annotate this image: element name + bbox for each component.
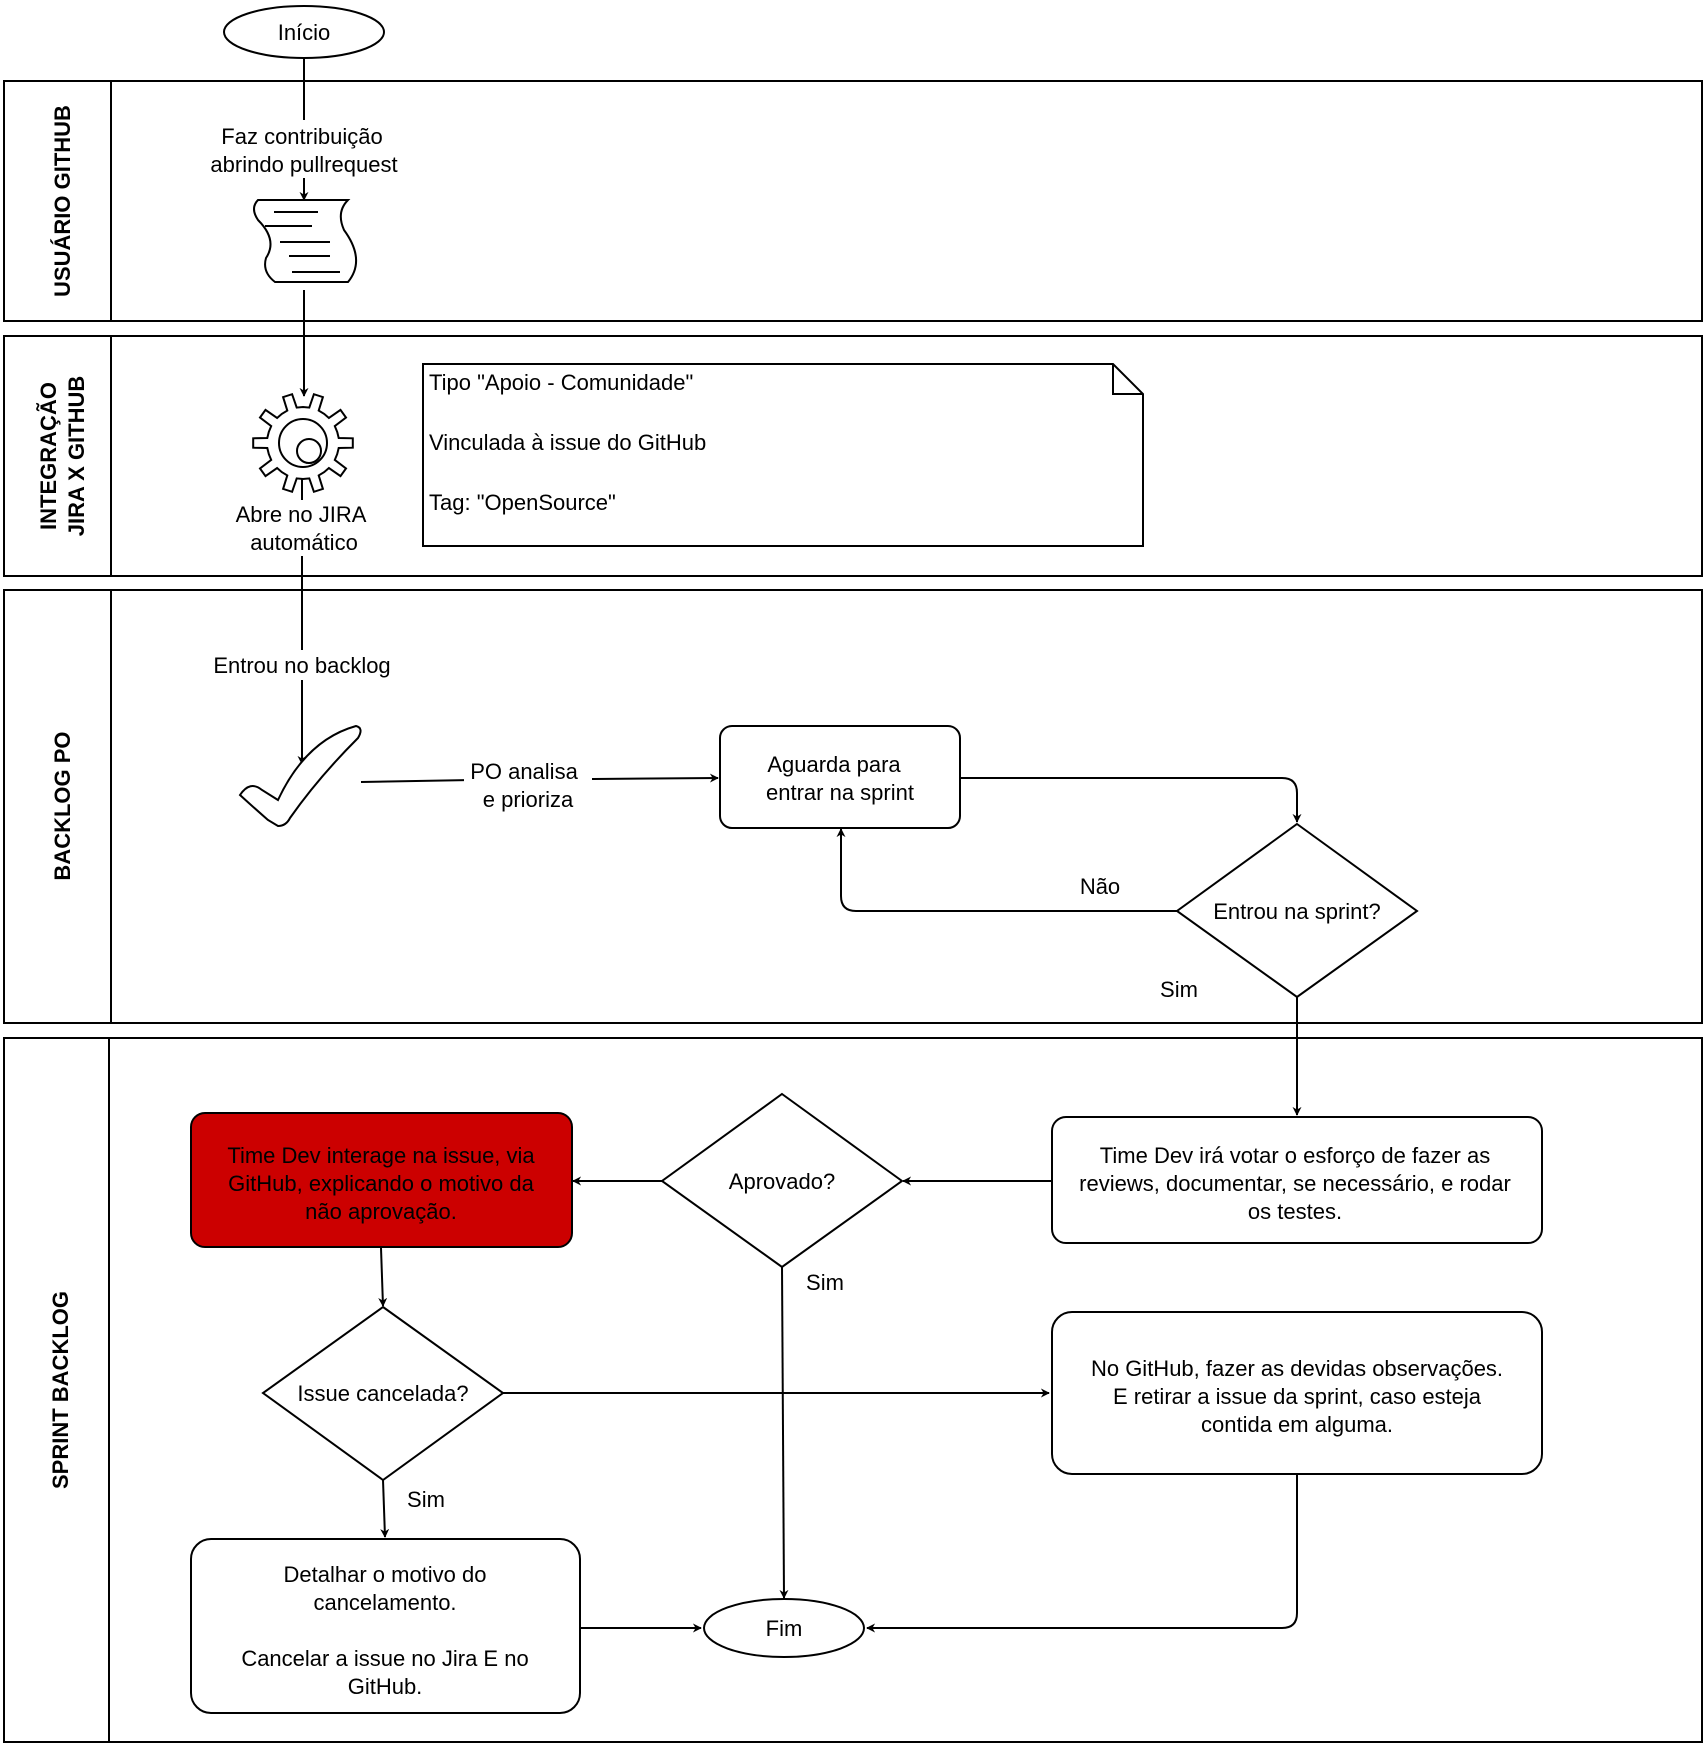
lane-label-sprint-backlog: SPRINT BACKLOG [48, 1291, 73, 1489]
cancel-detail-label-2: cancelamento. [313, 1590, 456, 1615]
github-notes-label-3: contida em alguma. [1201, 1412, 1393, 1437]
lane-label-integracao-2: JIRA X GITHUB [64, 376, 89, 537]
cancel-detail-label-3: Cancelar a issue no Jira E no [241, 1646, 528, 1671]
edge-label-po-1: PO analisa [470, 759, 578, 784]
cancel-detail-label-1: Detalhar o motivo do [284, 1562, 487, 1587]
edge-approved-yes [779, 1266, 789, 1599]
edge-label-backlog: Entrou no backlog [213, 653, 390, 678]
end-node: Fim [703, 1598, 865, 1658]
document-icon [253, 199, 357, 283]
lane-label-backlog-po: BACKLOG PO [50, 731, 75, 880]
edge-label-yes-cancel: Sim [407, 1487, 445, 1512]
approved-decision-label: Aprovado? [729, 1169, 835, 1194]
edge-red-to-cancelq [378, 1247, 388, 1307]
edge-label-jira-1: Abre no JIRA [236, 502, 367, 527]
cancel-decision: Issue cancelada? [261, 1305, 505, 1482]
not-approved-label-2: GitHub, explicando o motivo da [228, 1171, 534, 1196]
github-notes-box: No GitHub, fazer as devidas observações.… [1051, 1311, 1543, 1475]
note-line-3: Tag: "OpenSource" [429, 490, 616, 515]
not-approved-label-3: não aprovação. [305, 1199, 457, 1224]
edge-label-no: Não [1080, 874, 1120, 899]
edges [297, 56, 1302, 1633]
not-approved-box: Time Dev interage na issue, via GitHub, … [190, 1112, 573, 1248]
edge-label-po-2: e prioriza [483, 787, 574, 812]
checkmark-icon [238, 724, 362, 828]
github-notes-label-2: E retirar a issue da sprint, caso esteja [1113, 1384, 1482, 1409]
start-node: Início [223, 5, 385, 59]
vote-effort-box: Time Dev irá votar o esforço de fazer as… [1051, 1116, 1543, 1244]
vote-label-3: os testes. [1248, 1199, 1342, 1224]
approved-decision: Aprovado? [660, 1092, 904, 1269]
edge-label-pr-1: Faz contribuição [221, 124, 382, 149]
edge-wait-to-sprintq [960, 777, 1302, 823]
gear-hole [296, 438, 322, 464]
edge-label-yes-sprint: Sim [1160, 977, 1198, 1002]
edge-label-yes-approved: Sim [806, 1270, 844, 1295]
cancel-detail-label-4: GitHub. [348, 1674, 423, 1699]
note-card: Tipo "Apoio - Comunidade" Vinculada à is… [422, 363, 1144, 547]
edge-sprintq-no [836, 828, 1177, 912]
edge-label-jira-2: automático [250, 530, 358, 555]
not-approved-box-fill [190, 1112, 573, 1248]
wait-label-2: entrar na sprint [766, 780, 914, 805]
vote-label-2: reviews, documentar, se necessário, e ro… [1079, 1171, 1511, 1196]
github-notes-label-1: No GitHub, fazer as devidas observações. [1091, 1356, 1503, 1381]
end-label: Fim [766, 1616, 803, 1641]
edge-labels: Faz contribuição abrindo pullrequest Abr… [196, 120, 1198, 1512]
wait-sprint-box: Aguarda para entrar na sprint [719, 725, 961, 829]
gear-icon [252, 392, 354, 494]
edge-obs-to-end [866, 1474, 1298, 1633]
start-label: Início [278, 20, 331, 45]
sprint-decision: Entrou na sprint? [1175, 822, 1419, 999]
not-approved-label-1: Time Dev interage na issue, via [227, 1143, 535, 1168]
edge-cancelq-yes [380, 1479, 390, 1538]
sprint-decision-label: Entrou na sprint? [1213, 899, 1381, 924]
note-line-2: Vinculada à issue do GitHub [429, 430, 706, 455]
vote-label-1: Time Dev irá votar o esforço de fazer as [1100, 1143, 1490, 1168]
edge-label-pr-2: abrindo pullrequest [210, 152, 397, 177]
lane-label-integracao-1: INTEGRAÇÃO [36, 382, 61, 530]
cancel-detail-box: Detalhar o motivo do cancelamento. Cance… [190, 1538, 581, 1714]
lane-label-usuario-github: USUÁRIO GITHUB [50, 105, 75, 297]
wait-label-1: Aguarda para [767, 752, 901, 777]
cancel-decision-label: Issue cancelada? [297, 1381, 468, 1406]
note-line-1: Tipo "Apoio - Comunidade" [429, 370, 693, 395]
